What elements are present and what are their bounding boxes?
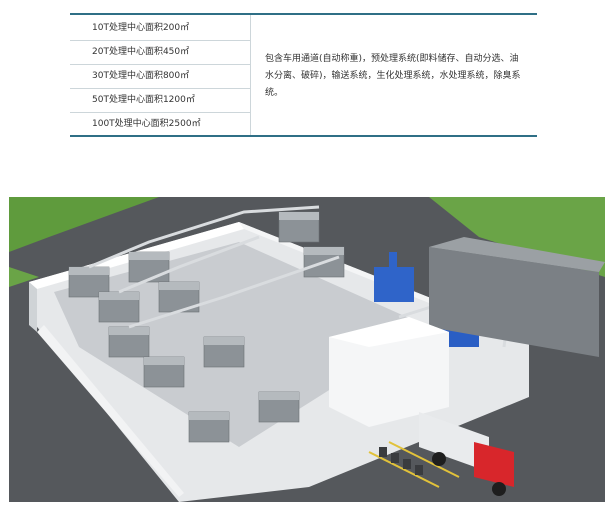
receiving-building-roof	[329, 317, 449, 347]
deodorization-stack	[389, 252, 397, 272]
grass-area-left	[9, 197, 159, 252]
truck-wheel	[492, 482, 506, 496]
table-row: 30T处理中心面积800㎡	[92, 71, 190, 81]
facility-3d-illustration	[9, 197, 605, 502]
boundary-wall-front	[37, 325, 184, 497]
storage-container-top	[429, 237, 605, 272]
storage-container	[429, 247, 599, 357]
deodorization-unit	[374, 267, 414, 302]
row-divider	[70, 88, 250, 89]
row-divider	[70, 112, 250, 113]
table-row: 50T处理中心面积1200㎡	[92, 95, 195, 105]
table-bottom-rule	[70, 135, 537, 137]
unit-highlights	[69, 212, 344, 420]
table-row: 10T处理中心面积200㎡	[92, 23, 190, 33]
truck-wheel	[432, 452, 446, 466]
system-description: 包含车用通道(自动称重)，预处理系统(即料储存、自动分选、油水分离、破碎)，输送…	[265, 54, 521, 98]
truck-cab	[474, 442, 514, 487]
dock-markings	[368, 441, 460, 488]
capacity-spec-table: 10T处理中心面积200㎡ 20T处理中心面积450㎡ 30T处理中心面积800…	[70, 13, 537, 137]
boundary-wall-left	[29, 282, 37, 332]
table-top-rule	[70, 13, 537, 15]
grass-strip	[9, 267, 39, 287]
table-row: 20T处理中心面积450㎡	[92, 47, 190, 57]
table-row: 100T处理中心面积2500㎡	[92, 119, 201, 129]
row-divider	[70, 64, 250, 65]
row-divider	[70, 40, 250, 41]
table-column-divider	[250, 15, 251, 135]
truck-body	[419, 412, 489, 472]
waste-bins	[379, 447, 423, 475]
